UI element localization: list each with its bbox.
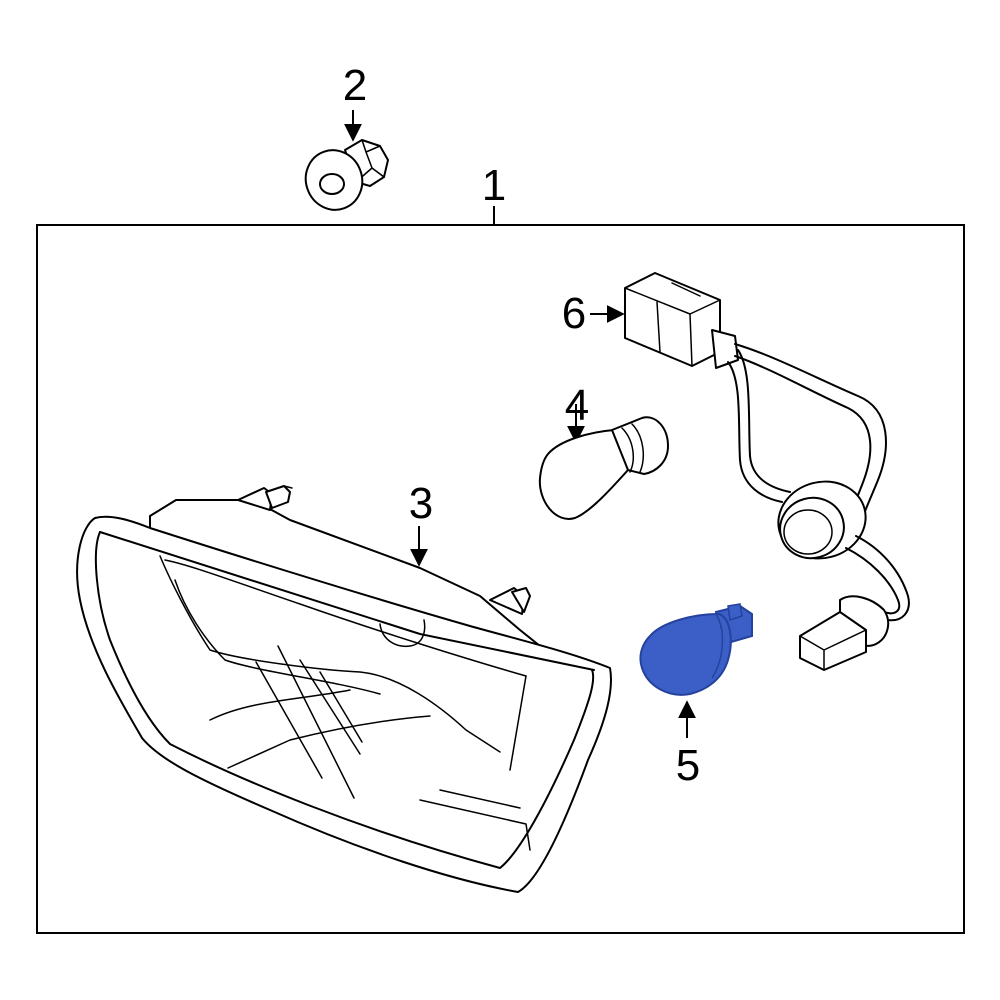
callout-3[interactable]: 3 bbox=[409, 479, 433, 528]
grommet-part[interactable] bbox=[297, 139, 389, 218]
bulb-small-highlighted[interactable] bbox=[639, 603, 753, 696]
callout-2[interactable]: 2 bbox=[343, 61, 367, 110]
bulb-large-part[interactable] bbox=[538, 416, 669, 520]
callout-5[interactable]: 5 bbox=[676, 741, 700, 790]
wiring-harness-part[interactable] bbox=[624, 272, 910, 671]
callout-6[interactable]: 6 bbox=[562, 289, 586, 338]
callout-1[interactable]: 1 bbox=[482, 161, 506, 210]
lamp-housing-part[interactable] bbox=[76, 485, 612, 893]
assembly-frame bbox=[36, 224, 965, 934]
